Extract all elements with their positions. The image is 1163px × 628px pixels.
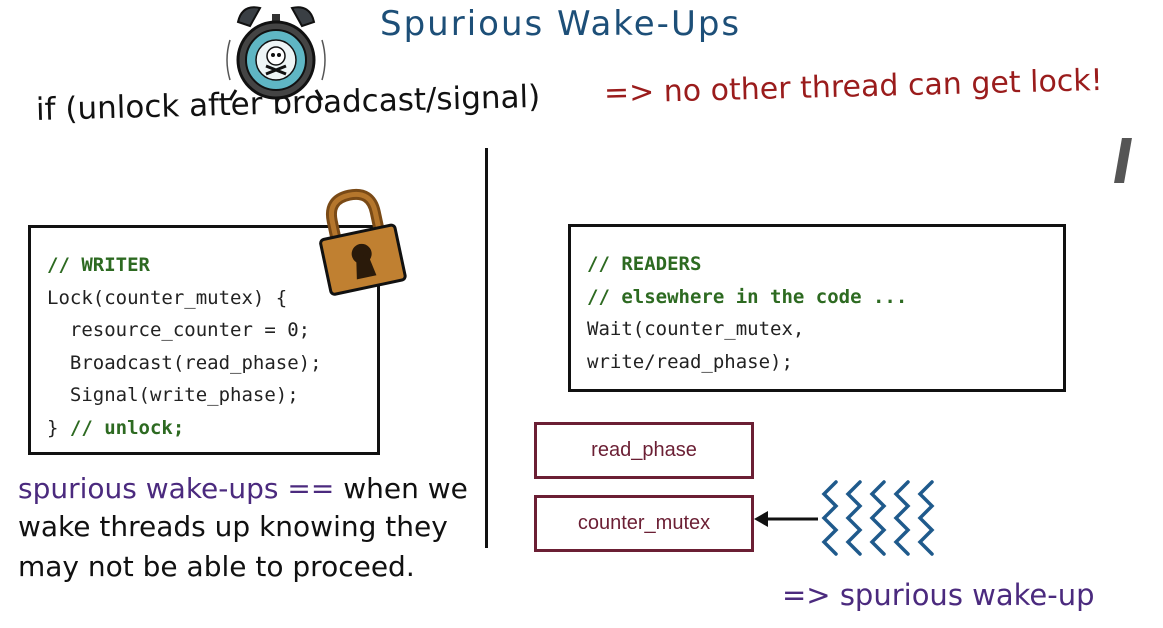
writer-code-box: // WRITER Lock(counter_mutex) { resource… xyxy=(28,225,380,455)
code-line: Lock(counter_mutex) { xyxy=(47,286,288,309)
read-phase-box: read_phase xyxy=(534,422,754,479)
spurious-wakeup-label: => spurious wake-up xyxy=(782,578,1095,612)
counter-mutex-box: counter_mutex xyxy=(534,495,754,552)
code-line: Broadcast(read_phase); xyxy=(47,351,322,374)
pen-mark xyxy=(1114,138,1132,183)
padlock-icon xyxy=(319,188,407,296)
definition-text: when we xyxy=(343,472,468,505)
arrow-left-icon xyxy=(754,511,818,527)
code-line: resource_counter = 0; xyxy=(47,319,311,341)
note-line-1: spurious wake-ups == when we xyxy=(18,472,468,505)
note-line-2: wake threads up knowing they xyxy=(18,510,448,543)
alarm-clock-skull-icon xyxy=(226,6,326,101)
code-line: Wait(counter_mutex, xyxy=(587,318,805,340)
note-line-3: may not be able to proceed. xyxy=(18,550,415,583)
code-line: } // unlock; xyxy=(47,416,185,439)
page-title: Spurious Wake-Ups xyxy=(380,4,742,44)
code-line: // WRITER xyxy=(47,254,150,276)
wavy-threads-icon xyxy=(821,480,935,556)
definition-term: spurious wake-ups == xyxy=(18,472,335,505)
code-line: // elsewhere in the code ... xyxy=(587,285,908,308)
vertical-divider xyxy=(485,148,488,548)
code-line: Signal(write_phase); xyxy=(47,384,299,406)
readers-code-box: // READERS // elsewhere in the code ... … xyxy=(568,224,1066,392)
code-line: write/read_phase); xyxy=(587,350,793,373)
code-line: // READERS xyxy=(587,253,702,275)
condition-result: => no other thread can get lock! xyxy=(603,62,1104,111)
